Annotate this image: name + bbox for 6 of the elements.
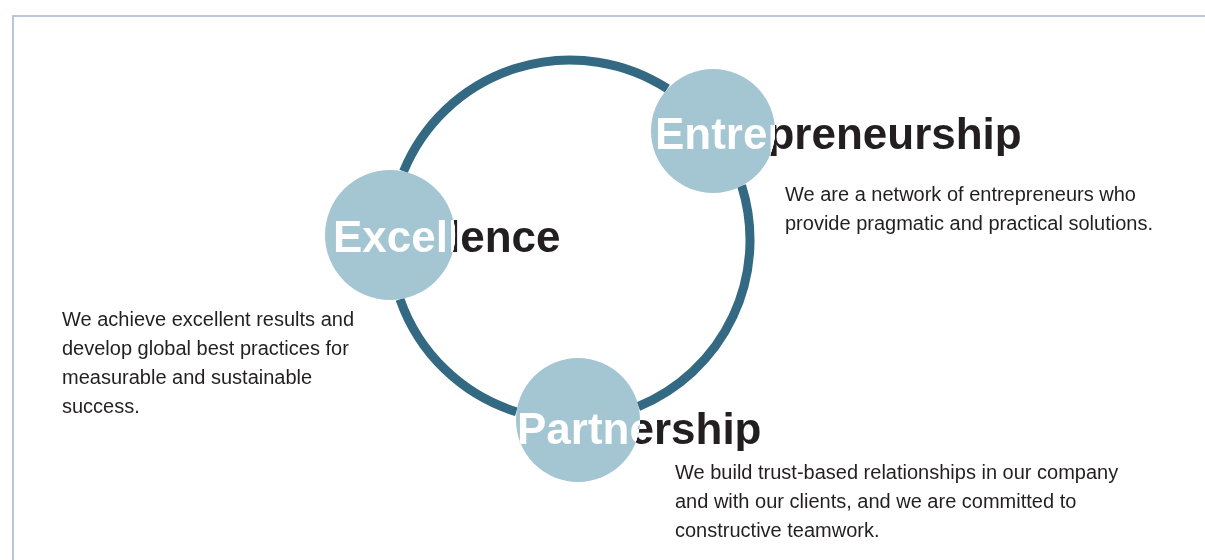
description-text: We are a network of entrepreneurs who provide pragmatic and practical solutions. [785, 182, 1154, 236]
description-text: We build trust-based relationships in our company and with our clients, and we are committed to constructive teamwork. [675, 460, 1120, 543]
description-text: We achieve excellent results and develop global best practices for measurable and sustainable success. [62, 307, 355, 419]
ring-arc [636, 184, 755, 411]
ring-arc [395, 297, 518, 417]
ring-arc [399, 55, 670, 174]
